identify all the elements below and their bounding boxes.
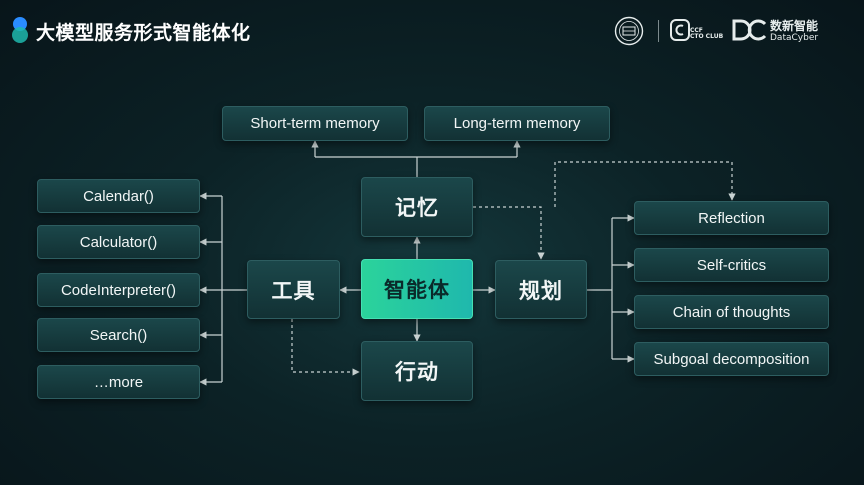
brand-dot-icon <box>12 17 28 43</box>
datacyber-name-en: DataCyber <box>770 33 819 43</box>
dashed-tools-to-action <box>291 319 360 376</box>
ccf-logo-icon <box>670 19 690 41</box>
short-term-memory-box: Short-term memory <box>222 106 408 141</box>
memory-node: 记忆 <box>361 177 473 237</box>
agent-center-node: 智能体 <box>361 259 473 319</box>
tool-item-calculator: Calculator() <box>37 225 200 259</box>
logo-separator <box>658 20 659 42</box>
planning-node: 规划 <box>495 260 587 319</box>
datacyber-name-cn: 数新智能 <box>770 19 819 33</box>
datacyber-logo-icon <box>732 19 767 41</box>
partner-logos: CCF CTO CLUB 数新智能 DataCyber <box>614 16 844 46</box>
ccf-text-line1: CCF <box>690 27 703 34</box>
planning-item-reflection: Reflection <box>634 201 829 235</box>
tool-item-more: …more <box>37 365 200 399</box>
long-term-memory-box: Long-term memory <box>424 106 610 141</box>
page-title: 大模型服务形式智能体化 <box>36 22 251 44</box>
tool-item-calendar: Calendar() <box>37 179 200 213</box>
university-seal-icon <box>614 16 644 46</box>
ccf-text-line2: CTO CLUB <box>690 33 724 40</box>
tool-item-search: Search() <box>37 318 200 352</box>
planning-item-self-critics: Self-critics <box>634 248 829 282</box>
ccf-text: CCF CTO CLUB <box>690 28 723 40</box>
tools-node: 工具 <box>247 260 340 319</box>
planning-item-chain-of-thoughts: Chain of thoughts <box>634 295 829 329</box>
action-node: 行动 <box>361 341 473 401</box>
dashed-to-reflection <box>554 161 736 207</box>
tool-item-codeinterpreter: CodeInterpreter() <box>37 273 200 307</box>
dashed-memory-to-planning <box>473 206 545 260</box>
planning-item-subgoal-decomposition: Subgoal decomposition <box>634 342 829 376</box>
